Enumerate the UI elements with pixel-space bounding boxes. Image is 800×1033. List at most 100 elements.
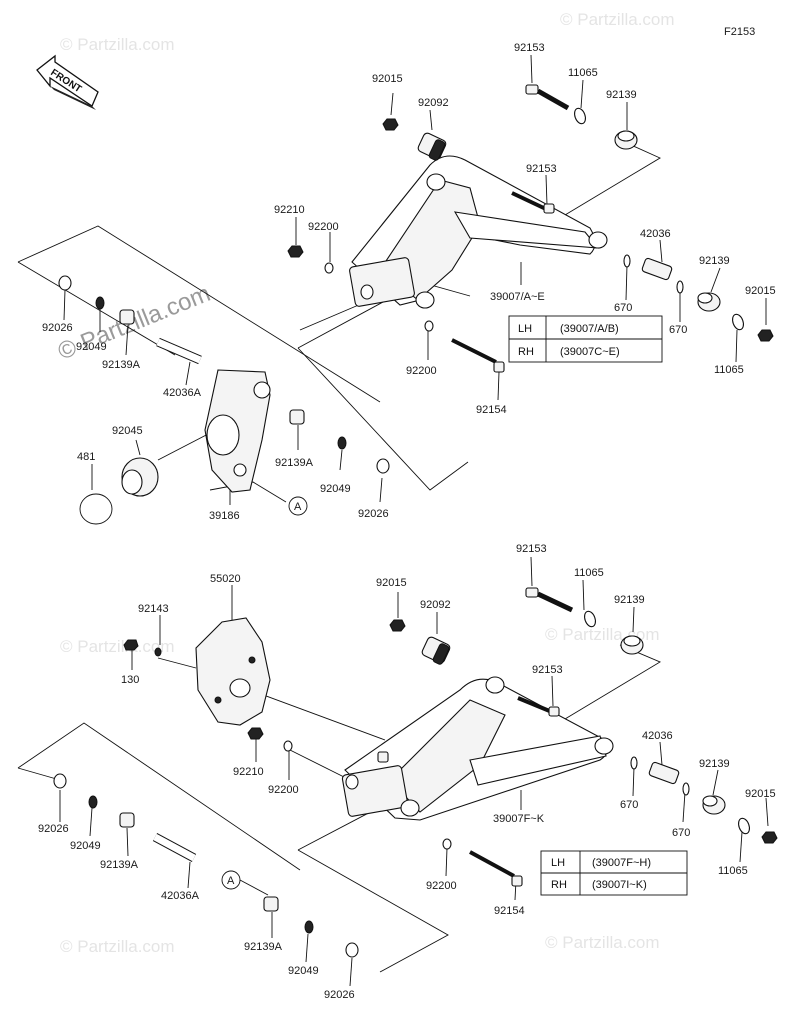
part-number: 39007/A~E — [490, 291, 545, 303]
front-arrow-icon: FRONT — [36, 54, 99, 110]
washer-icon — [584, 610, 596, 628]
washer-icon — [324, 262, 334, 274]
upper-labels: 92153 11065 92015 92092 92139 92153 9221… — [42, 42, 776, 522]
table-side: LH — [551, 857, 565, 869]
washer-icon — [154, 647, 162, 657]
table-part: (39007F~H) — [592, 857, 651, 869]
part-number: 670 — [672, 827, 690, 839]
upper-a-arm — [349, 155, 608, 309]
table-side: RH — [518, 346, 534, 358]
washer-icon — [58, 275, 72, 291]
bolt-icon — [451, 338, 505, 373]
table-part: (39007C~E) — [560, 346, 620, 358]
part-number: 92092 — [418, 97, 449, 109]
part-number: 670 — [669, 324, 687, 336]
callout-label: A — [227, 875, 235, 887]
bolt-icon — [525, 587, 574, 613]
callout-marker-upper: A — [288, 496, 308, 516]
o-ring-icon — [88, 795, 98, 809]
bushing-icon — [263, 896, 279, 912]
part-number: 42036A — [163, 387, 202, 399]
nut-icon — [757, 329, 774, 342]
part-number: 92139A — [244, 941, 283, 953]
washer-icon — [283, 740, 293, 752]
part-number: 92154 — [476, 404, 507, 416]
part-number: 92154 — [494, 905, 525, 917]
nut-icon — [389, 619, 406, 632]
watermark-text: © Partzilla.com — [60, 637, 175, 656]
bushing-icon — [417, 132, 447, 161]
part-number: 92200 — [426, 880, 457, 892]
part-number: 92139 — [614, 594, 645, 606]
part-number: 92092 — [420, 599, 451, 611]
part-number: 92200 — [268, 784, 299, 796]
lower-hardware — [53, 587, 778, 958]
o-ring-icon — [630, 756, 638, 770]
part-number: 92049 — [76, 341, 107, 353]
part-number: 92139 — [606, 89, 637, 101]
upper-lh-rh-table: LH (39007/A/B) RH (39007C~E) — [508, 315, 663, 363]
part-number: 11065 — [718, 865, 748, 877]
part-number: 481 — [77, 451, 95, 463]
table-side: LH — [518, 323, 532, 335]
part-number: 11065 — [714, 364, 744, 376]
part-number: 42036A — [161, 890, 200, 902]
bolt-icon — [517, 696, 560, 717]
o-ring-icon — [337, 436, 347, 450]
pin-icon — [152, 833, 197, 862]
sleeve-icon — [648, 761, 680, 785]
part-number: 92045 — [112, 425, 143, 437]
part-number: 92139A — [102, 359, 141, 371]
part-number: 11065 — [568, 67, 598, 79]
bolt-head-icon — [123, 639, 139, 651]
washer-icon — [345, 942, 359, 958]
part-number: 92015 — [376, 577, 407, 589]
bearing-icon — [121, 457, 159, 497]
collar-icon — [697, 292, 721, 312]
lower-assembly: A 92153 11065 92015 92092 92139 55020 92… — [17, 543, 778, 1001]
part-number: 11065 — [574, 567, 604, 579]
part-number: 92015 — [745, 285, 776, 297]
part-number: 92026 — [38, 823, 69, 835]
part-number: 39186 — [209, 510, 240, 522]
bolt-icon — [525, 84, 570, 111]
figure-code: F2153 — [724, 26, 755, 38]
leader-lines — [63, 54, 767, 505]
callout-marker-lower: A — [221, 870, 241, 890]
nut-icon — [761, 831, 778, 844]
nut-icon — [247, 727, 264, 740]
part-number: 92210 — [274, 204, 305, 216]
washer-icon — [442, 838, 452, 850]
part-number: 92153 — [514, 42, 545, 54]
part-number: 130 — [121, 674, 139, 686]
part-number: 92139A — [275, 457, 314, 469]
part-number: 92139 — [699, 758, 730, 770]
part-number: 670 — [620, 799, 638, 811]
collar-icon — [614, 130, 638, 150]
part-number: 92153 — [532, 664, 563, 676]
watermark-text: © Partzilla.com — [60, 937, 175, 956]
callout-label: A — [294, 501, 302, 513]
snap-ring-icon — [79, 493, 113, 525]
part-number: 92210 — [233, 766, 264, 778]
part-number: 42036 — [642, 730, 673, 742]
o-ring-icon — [676, 280, 684, 294]
part-number: 670 — [614, 302, 632, 314]
lower-a-arm — [341, 676, 614, 821]
nut-icon — [287, 245, 304, 258]
o-ring-icon — [304, 920, 314, 934]
watermark-text: © Partzilla.com — [560, 10, 675, 29]
part-number: 92153 — [526, 163, 557, 175]
washer-icon — [53, 773, 67, 789]
sleeve-icon — [641, 257, 673, 281]
table-part: (39007/A/B) — [560, 323, 619, 335]
part-number: 92049 — [70, 840, 101, 852]
watermark-text: © Partzilla.com — [545, 933, 660, 952]
part-number: 92153 — [516, 543, 547, 555]
o-ring-icon — [682, 782, 690, 796]
upper-assembly: A 92153 11065 92015 92092 92139 92153 92… — [17, 42, 776, 525]
lower-lh-rh-table: LH (39007F~H) RH (39007I~K) — [540, 850, 688, 896]
part-number: 92026 — [358, 508, 389, 520]
skid-plate-icon — [195, 617, 271, 726]
